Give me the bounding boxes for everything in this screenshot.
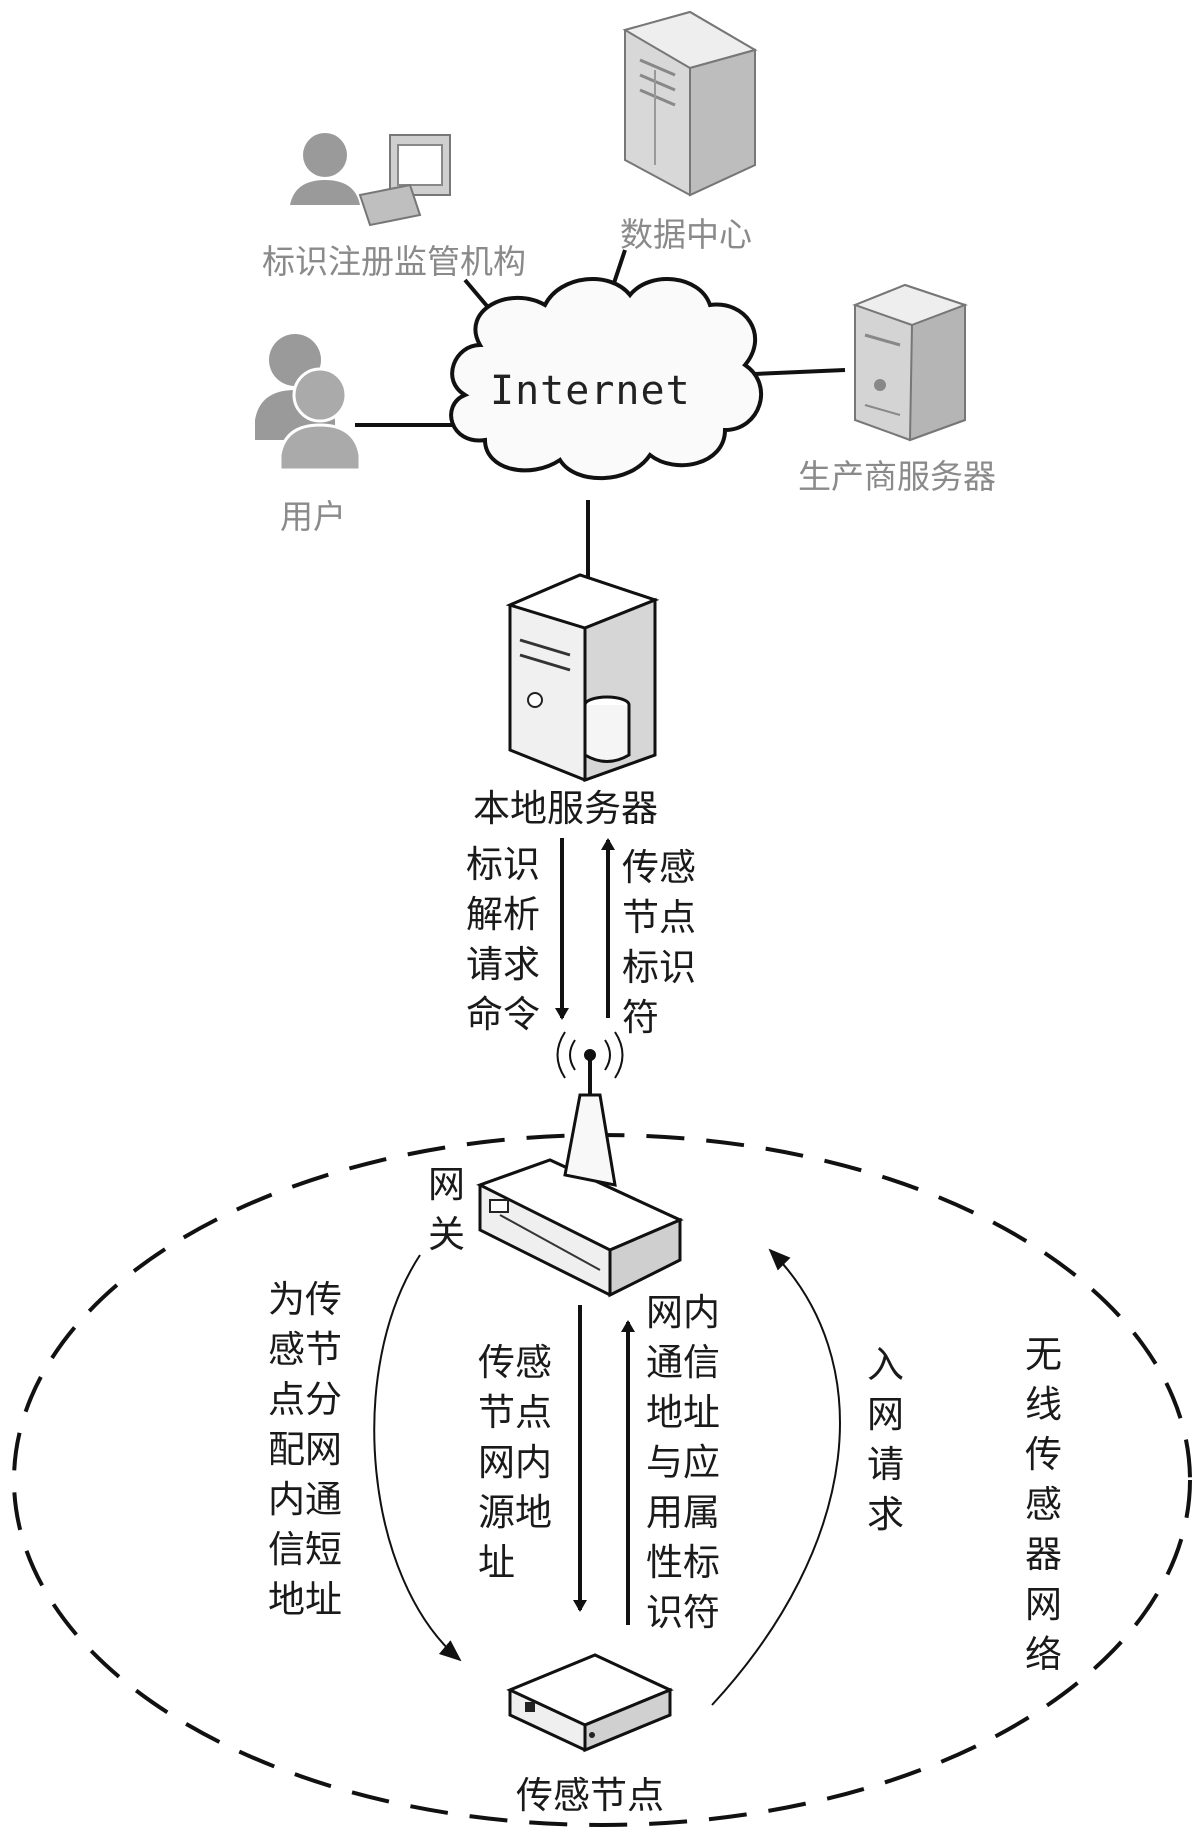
server-gateway-arrows — [562, 838, 608, 1018]
local-server-icon — [510, 575, 655, 780]
curved-arrows — [374, 1250, 840, 1705]
label-resolve-request: 标识 解析 请求 命令 — [466, 840, 540, 1040]
label-addr-and-attr: 网内 通信 地址 与应 用属 性标 识符 — [646, 1288, 720, 1638]
label-registry: 标识注册监管机构 — [262, 235, 526, 283]
label-manufacturer-server: 生产商服务器 — [798, 450, 996, 498]
user-icon — [255, 334, 360, 470]
label-user: 用户 — [280, 490, 346, 538]
gateway-node-arrows — [580, 1305, 628, 1625]
manufacturer-server-icon — [855, 285, 965, 440]
datacenter-icon — [625, 12, 755, 195]
label-datacenter: 数据中心 — [620, 208, 752, 256]
label-sensor-node: 传感节点 — [516, 1765, 664, 1819]
registry-icon — [290, 133, 450, 225]
label-internet: Internet — [490, 368, 691, 414]
label-assign-address: 为传 感节 点分 配网 内通 信短 地址 — [268, 1275, 342, 1625]
label-node-identifier: 传感 节点 标识 符 — [622, 843, 696, 1043]
label-wsn: 无 线 传 感 器 网 络 — [1025, 1330, 1062, 1680]
label-local-server: 本地服务器 — [473, 778, 658, 832]
sensor-node-icon — [510, 1655, 670, 1750]
label-join-request: 入 网 请 求 — [867, 1340, 904, 1540]
gateway-router-icon — [480, 1032, 680, 1295]
label-gateway: 网 关 — [428, 1160, 465, 1260]
label-source-address: 传感 节点 网内 源地 址 — [478, 1338, 552, 1588]
